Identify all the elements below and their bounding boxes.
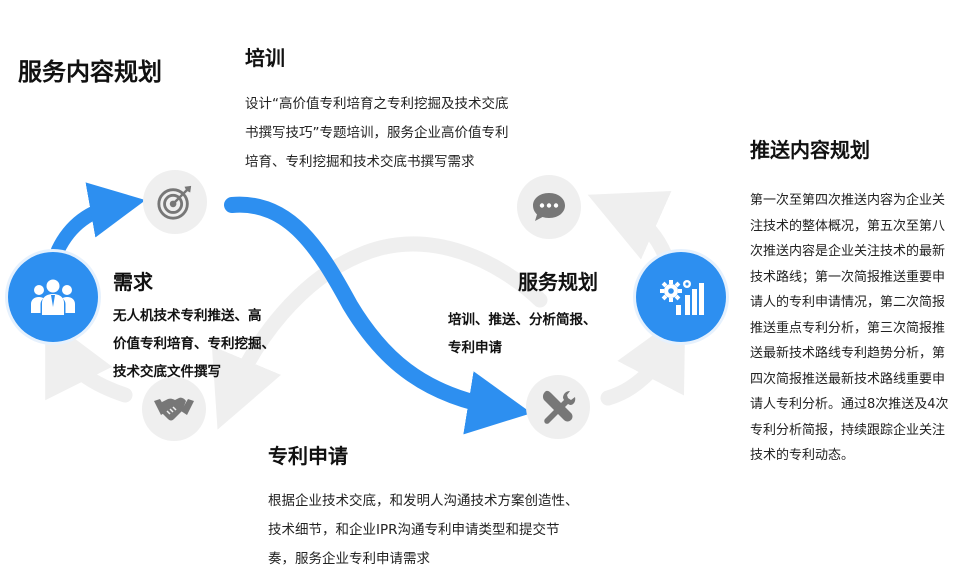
service-description: 培训、推送、分析简报、 专利申请 <box>448 306 628 362</box>
service-line: 培训、推送、分析简报、 <box>448 312 597 328</box>
patent-title: 专利申请 <box>268 444 348 468</box>
push-line: 注技术的整体概况，第五次至第八 <box>750 218 946 234</box>
gear-chart-icon <box>660 280 704 315</box>
patent-line: 技术细节，和企业IPR沟通专利申请类型和提交节 <box>268 522 560 538</box>
tools-icon <box>542 390 576 424</box>
push-line: 第一次至第四次推送内容为企业关 <box>750 193 946 208</box>
push-line: 次推送内容是企业关注技术的最新 <box>750 244 946 259</box>
target-circle <box>143 170 207 234</box>
push-line: 四次简报推送最新技术路线重要申 <box>750 371 946 387</box>
patent-line: 奏，服务企业专利申请需求 <box>268 551 430 567</box>
patent-description: 根据企业技术交底，和发明人沟通技术方案创造性、 技术细节，和企业IPR沟通专利申… <box>268 487 648 574</box>
push-line: 送最新技术路线专利趋势分析，第 <box>750 346 946 361</box>
blue-arrow-demand-to-target <box>51 182 146 257</box>
patent-line: 根据企业技术交底，和发明人沟通技术方案创造性、 <box>268 493 579 509</box>
team-icon <box>31 279 75 315</box>
demand-title: 需求 <box>113 270 153 294</box>
chat-bubble-icon <box>533 193 565 221</box>
push-description: 第一次至第四次推送内容为企业关 注技术的整体概况，第五次至第八 次推送内容是企业… <box>750 188 972 469</box>
demand-line: 技术交底文件撰写 <box>113 364 221 380</box>
blue-arrow-target-to-tools <box>224 196 532 435</box>
service-title: 服务规划 <box>518 270 598 294</box>
push-line: 技术的专利动态。 <box>750 448 855 463</box>
demand-description: 无人机技术专利推送、高 价值专利培育、专利挖掘、 技术交底文件撰写 <box>113 302 313 386</box>
training-line: 设计“高价值专利培育之专利挖掘及技术交底 <box>245 96 509 112</box>
target-icon <box>157 185 192 220</box>
push-title: 推送内容规划 <box>750 138 870 162</box>
push-line: 技术路线；第一次简报推送重要申 <box>750 269 946 285</box>
training-description: 设计“高价值专利培育之专利挖掘及技术交底 书撰写技巧”专题培训，服务企业高价值专… <box>245 90 565 177</box>
training-line: 书撰写技巧”专题培训，服务企业高价值专利 <box>245 125 509 141</box>
handshake-icon <box>154 397 194 421</box>
training-line: 培育、专利挖掘和技术交底书撰写需求 <box>245 154 475 170</box>
gray-arrow-service-to-training <box>211 236 548 430</box>
page-title: 服务内容规划 <box>18 58 162 86</box>
training-title: 培训 <box>245 46 285 70</box>
push-line: 请人专利分析。通过8次推送及4次 <box>750 397 949 412</box>
demand-line: 无人机技术专利推送、高 <box>113 308 262 324</box>
handshake-circle <box>142 377 206 441</box>
service-line: 专利申请 <box>448 340 502 356</box>
gear-chart-circle <box>636 252 726 342</box>
gray-arrow-handshake-to-demand <box>45 316 133 403</box>
gray-arrow-tools-to-right <box>600 311 686 406</box>
gray-arrow-right-to-chat <box>587 190 673 263</box>
tools-circle <box>526 375 590 439</box>
chat-circle <box>517 175 581 239</box>
push-line: 请人的专利申请情况，第二次简报 <box>750 295 946 310</box>
demand-circle <box>8 252 98 342</box>
push-line: 推送重点专利分析，第三次简报推 <box>750 320 946 336</box>
demand-line: 价值专利培育、专利挖掘、 <box>113 336 275 352</box>
push-line: 专利分析简报，持续跟踪企业关注 <box>750 422 946 438</box>
